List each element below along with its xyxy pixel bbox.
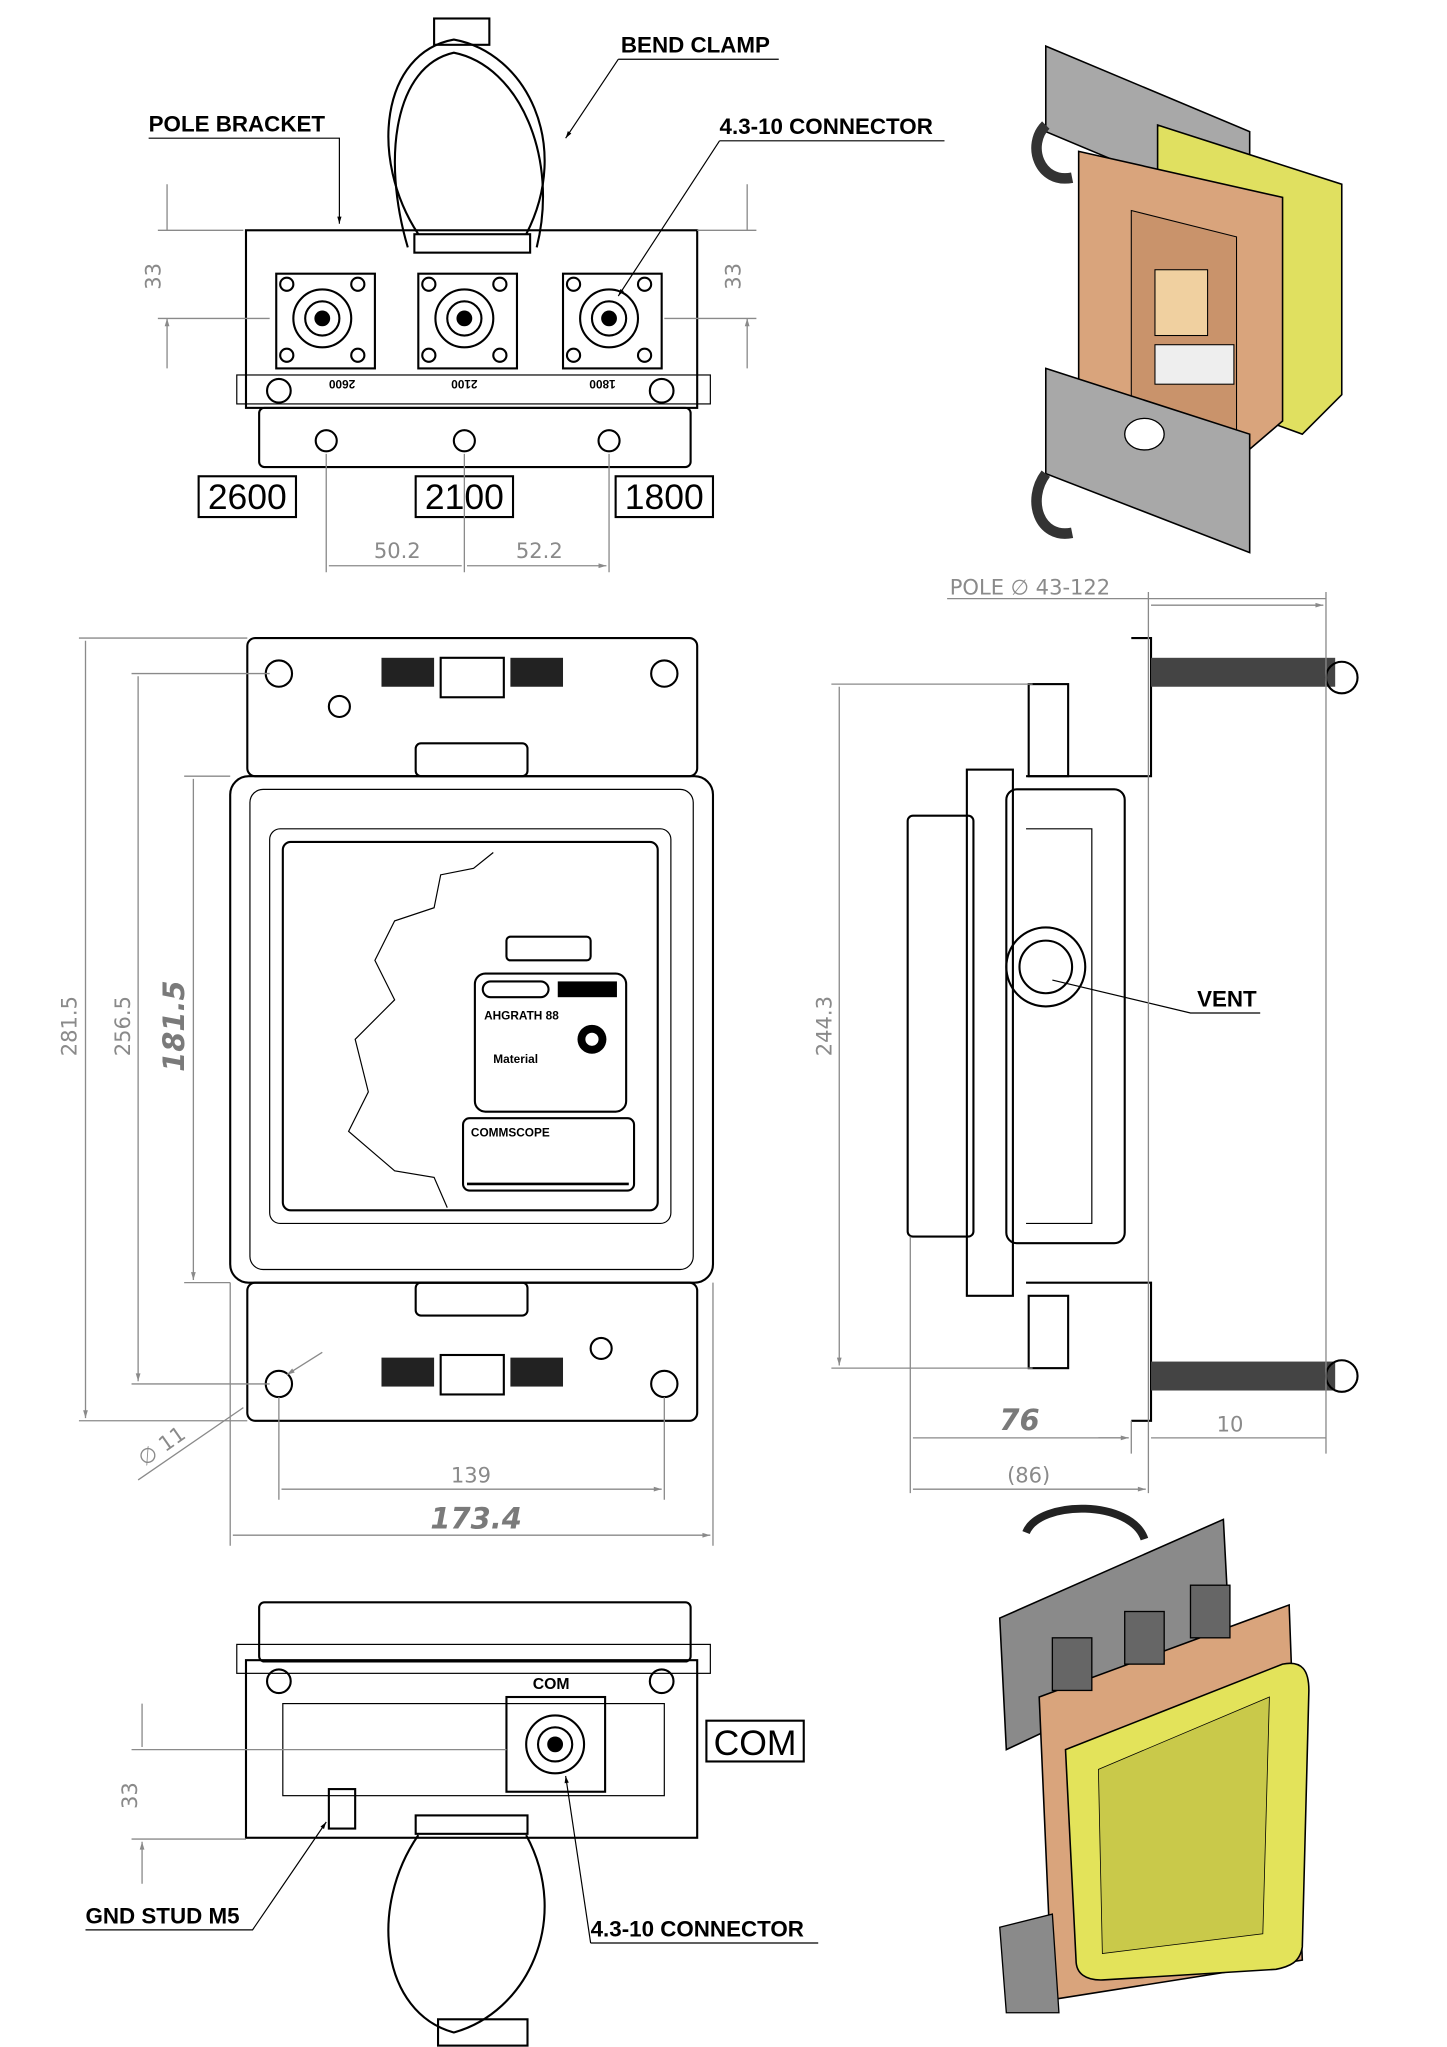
- dim-bottom-33: 33: [117, 1782, 142, 1809]
- engraved-1800: 1800: [589, 377, 616, 391]
- pole-clamp-top: [1151, 657, 1359, 695]
- top-clamp-assembly: [381, 656, 564, 778]
- dim-side-height: 244.3: [811, 996, 836, 1056]
- dim-depth-overall: (86): [1007, 1463, 1050, 1488]
- port-label-2600: 2600: [208, 477, 287, 517]
- engraved-com: COM: [533, 1676, 570, 1693]
- dim-depth: 76: [999, 1403, 1039, 1437]
- dim-hole-spacing: 139: [451, 1463, 491, 1488]
- clamp-buckle: [433, 17, 491, 46]
- callout-bend-clamp: BEND CLAMP: [621, 33, 770, 58]
- dim-height-holes: 256.5: [110, 996, 135, 1056]
- connector-2100: [417, 272, 519, 370]
- engraved-2100: 2100: [451, 377, 478, 391]
- port-label-com: COM: [714, 1723, 797, 1763]
- connector-1800: [561, 272, 663, 370]
- label-brand-text: COMMSCOPE: [471, 1126, 550, 1140]
- front-view: AHGRATH 88 Material COMMSCOPE 281.5 256.…: [56, 637, 713, 1546]
- dim-height-body: 181.5: [157, 980, 191, 1072]
- isometric-view-rear: [1031, 44, 1343, 554]
- dim-spacing-right: 52.2: [516, 538, 563, 563]
- dim-width-overall: 173.4: [430, 1502, 522, 1536]
- isometric-view-front: [998, 1504, 1310, 2014]
- connector-com: [505, 1695, 607, 1793]
- dim-top-left-33: 33: [140, 263, 165, 290]
- connector-2600: [275, 272, 376, 370]
- dim-bracket-offset: 10: [1217, 1411, 1244, 1436]
- bend-clamp-loop: [387, 38, 546, 235]
- dim-top-right-33: 33: [721, 263, 746, 290]
- callout-gnd-stud: GND STUD M5: [86, 1903, 240, 1928]
- side-view: VENT 244.3 POLE ∅ 43-122 76 10 (86): [811, 575, 1359, 1493]
- port-label-1800: 1800: [625, 477, 704, 517]
- bottom-clamp-assembly: [381, 1281, 564, 1396]
- dim-pole-range: POLE ∅ 43-122: [950, 575, 1110, 600]
- dim-spacing-left: 50.2: [374, 538, 421, 563]
- label-material-text: Material: [493, 1052, 538, 1066]
- callout-pole-bracket: POLE BRACKET: [149, 112, 326, 137]
- callout-connector-top: 4.3-10 CONNECTOR: [720, 114, 933, 139]
- top-view: 2600 2100 1800 BEND CLAMP POLE BRACKET 4…: [140, 17, 945, 572]
- dim-height-overall: 281.5: [56, 996, 81, 1056]
- engraved-2600: 2600: [328, 377, 355, 391]
- label-model-text: AHGRATH 88: [484, 1009, 559, 1023]
- callout-vent: VENT: [1197, 986, 1257, 1011]
- bottom-view: COM COM GND STUD M5 4.3-10 CONNECTOR 33: [85, 1601, 819, 2047]
- callout-connector-bottom: 4.3-10 CONNECTOR: [591, 1916, 804, 1941]
